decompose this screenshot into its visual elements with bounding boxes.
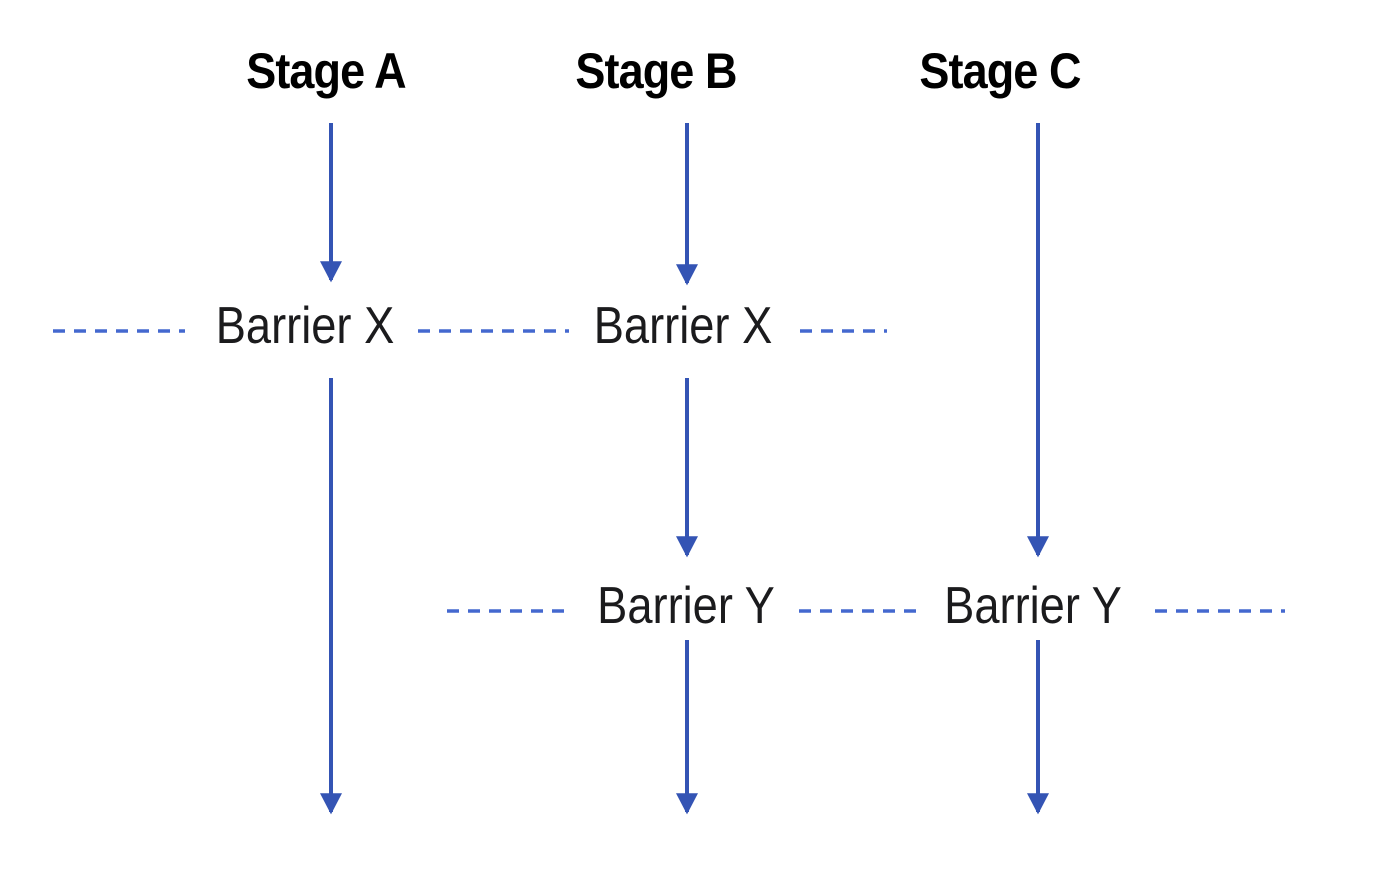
barrier-y-label-stage-b: Barrier Y xyxy=(597,577,775,635)
barrier-y-label-stage-c: Barrier Y xyxy=(944,577,1122,635)
barrier-x-label-stage-a: Barrier X xyxy=(215,297,395,355)
stage-b-label: Stage B xyxy=(575,43,737,99)
barrier-x-label-stage-b: Barrier X xyxy=(593,297,773,355)
stage-a-label: Stage A xyxy=(246,43,406,99)
stage-c-label: Stage C xyxy=(919,43,1081,99)
